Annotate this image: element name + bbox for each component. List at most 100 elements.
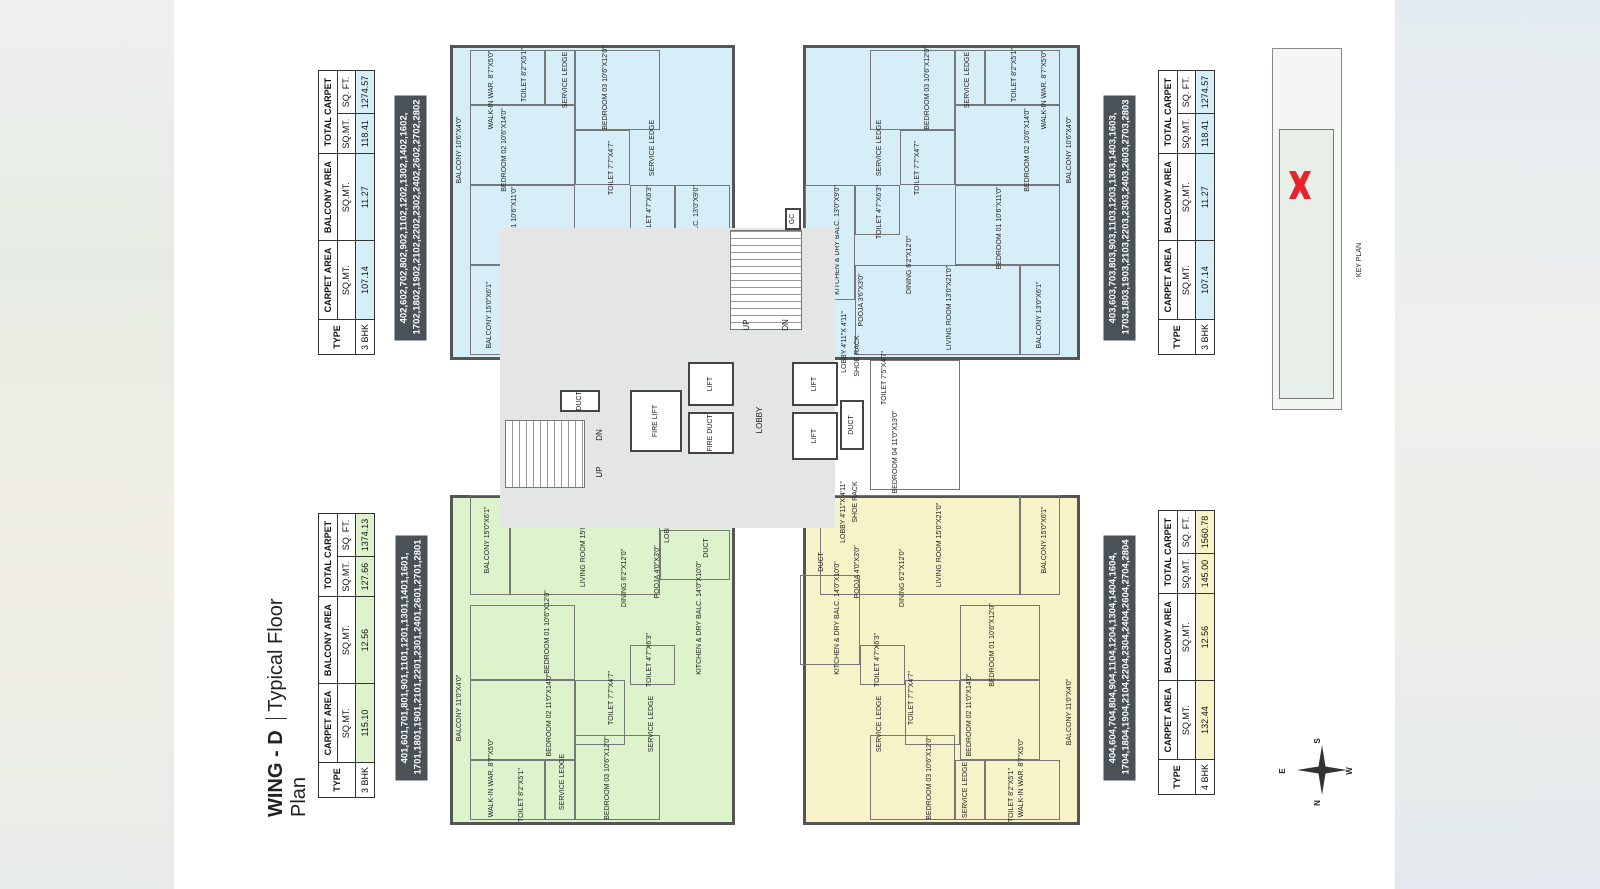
value-carpet_sqmt: 107.14: [355, 240, 374, 319]
room-label: WALK-IN WAR. 8'7"X5'0": [488, 738, 495, 818]
room-label: WALK-IN WAR. 8'7"X5'0": [1018, 738, 1025, 818]
room-label: DINING 6'2"X12'0": [906, 235, 913, 295]
header-balcony: BALCONY AREA: [1158, 593, 1177, 681]
value-total_sqmt: 127.66: [355, 556, 374, 597]
room-outline: [630, 645, 675, 685]
unit-bottom-left: [450, 495, 735, 825]
flat-numbers-top-right: 403,603,703,803,903,1103,1203,1303,1403,…: [1103, 95, 1135, 341]
room-outline: [1020, 265, 1060, 355]
fire-duct-label: FIRE DUCT: [707, 414, 714, 452]
subheader-sqmt: SQ.MT.: [1176, 593, 1196, 681]
room-outline: [985, 50, 1060, 105]
room-label: KITCHEN & DRY BALC. 14'0"X10'0": [834, 561, 841, 675]
subheader-sqmt: SQ.MT.: [336, 113, 356, 154]
background-right: [1395, 0, 1600, 889]
value-type: 4 BHK: [1195, 758, 1214, 794]
room-label: SERVICE LEDGE: [876, 695, 883, 753]
room-label: BEDROOM 03 10'6"X12'0": [926, 736, 933, 820]
room-label: BEDROOM 01 10'6"X12'0": [544, 590, 551, 674]
room-outline: [985, 760, 1060, 820]
room-label: SHOE RACK: [852, 481, 859, 523]
room-label: TOILET 4'7"X6'3": [646, 632, 653, 688]
subheader-sqmt: SQ.MT.: [336, 153, 356, 241]
subheader-sqmt: SQ.MT.: [336, 596, 356, 684]
room-outline: [575, 735, 660, 820]
room-label: BEDROOM 03 10'6"X12'0": [604, 736, 611, 820]
room-label: POOJA 4'0"X3'0": [654, 545, 661, 599]
value-total_sqft: 1560.78: [1195, 510, 1214, 554]
compass-e: E: [1278, 768, 1287, 774]
fire-duct: FIRE DUCT: [688, 412, 734, 454]
room-outline: [470, 680, 575, 760]
room-label: BEDROOM 03 10'6"X12'0": [602, 46, 609, 130]
room-outline: [870, 360, 960, 490]
lift-3: LIFT: [792, 412, 838, 460]
room-label: TOILET 7'7"X4'7": [908, 670, 915, 726]
room-label: TOILET 4'7"X6'3": [876, 184, 883, 240]
subheader-row: SQ.MT.SQ.MT.SQ.MT.SQ. FT.: [336, 70, 356, 354]
room-label: SERVICE LEDGE: [962, 761, 969, 819]
flat-numbers-top-left: 402,602,702,802,902,1102,1202,1302,1402,…: [394, 95, 426, 341]
room-outline: [860, 645, 905, 685]
subheader-sqmt: SQ.MT.: [1176, 113, 1196, 154]
room-label: SERVICE LEDGE: [562, 51, 569, 109]
fire-lift-label: FIRE LIFT: [652, 404, 659, 438]
room-outline: [800, 575, 860, 665]
room-label: POOJA 3'6"X3'0": [858, 273, 865, 327]
room-label: DUCT: [818, 552, 825, 572]
room-label: BEDROOM 03 10'6"X12'0": [924, 46, 931, 130]
room-label: SERVICE LEDGE: [648, 695, 655, 753]
room-label: LIVING ROOM 13'0"X21'0": [946, 265, 953, 351]
header-type: TYPE: [318, 318, 356, 354]
room-label: BEDROOM 04 11'0"X13'0": [892, 410, 899, 494]
duct-core: DUCT: [560, 390, 600, 412]
room-label: BEDROOM 02 11'0"X14'0": [966, 673, 973, 757]
lift-2: LIFT: [792, 362, 838, 406]
header-carpet: CARPET AREA: [1158, 680, 1177, 759]
room-outline: [900, 130, 955, 185]
room-outline: [960, 680, 1040, 760]
room-outline: [470, 605, 575, 680]
subheader-row: SQ.MT.SQ.MT.SQ.MT.SQ. FT.: [336, 513, 356, 797]
room-label: KITCHEN & DRY BALC. 13'0"X9'0": [834, 185, 841, 295]
key-plan: [1272, 48, 1342, 410]
value-balcony_sqmt: 11.27: [355, 153, 374, 241]
room-outline: [905, 680, 960, 745]
subheader-row: SQ.MT.SQ.MT.SQ.MT.SQ. FT.: [1176, 70, 1196, 354]
room-label: TOILET 4'7"X6'3": [874, 632, 881, 688]
value-total_sqft: 1374.13: [355, 513, 374, 557]
room-label: DINING 6'2"X12'0": [621, 548, 628, 608]
room-label: BALCONY 15'0"X6'1": [484, 506, 491, 574]
header-type: TYPE: [1158, 318, 1196, 354]
room-outline: [660, 530, 730, 580]
room-label: WALK-IN WAR. 8'7"X5'0": [488, 50, 495, 130]
stair-top[interactable]: [730, 230, 802, 330]
subheader-sqft: SQ. FT.: [336, 513, 356, 557]
stair-left[interactable]: [505, 420, 585, 488]
title-divider: [265, 717, 287, 719]
duct-core-label: DUCT: [576, 391, 583, 411]
room-label: TOILET 7'7"X4'7": [608, 670, 615, 726]
room-outline: [870, 50, 955, 130]
room-label: BEDROOM 01 10'6"X12'0": [989, 603, 996, 687]
gc-box-label: GC: [789, 213, 796, 225]
room-label: BALCONY 11'0"X4'0": [456, 674, 463, 742]
header-type: TYPE: [1158, 758, 1196, 794]
room-label: BALCONY 11'0"X4'0": [1066, 678, 1073, 746]
background-left: [0, 0, 174, 889]
room-outline: [545, 760, 575, 820]
room-label: DUCT: [703, 538, 710, 558]
value-carpet_sqmt: 107.14: [1195, 240, 1214, 319]
room-outline: [870, 735, 955, 820]
room-label: BALCONY 13'0"X6'1": [1036, 281, 1043, 349]
header-carpet: CARPET AREA: [318, 683, 337, 762]
room-outline: [960, 605, 1040, 680]
core-label-dn: DN: [781, 319, 790, 331]
room-label: BEDROOM 02 10'6"X14'0": [1024, 108, 1031, 192]
